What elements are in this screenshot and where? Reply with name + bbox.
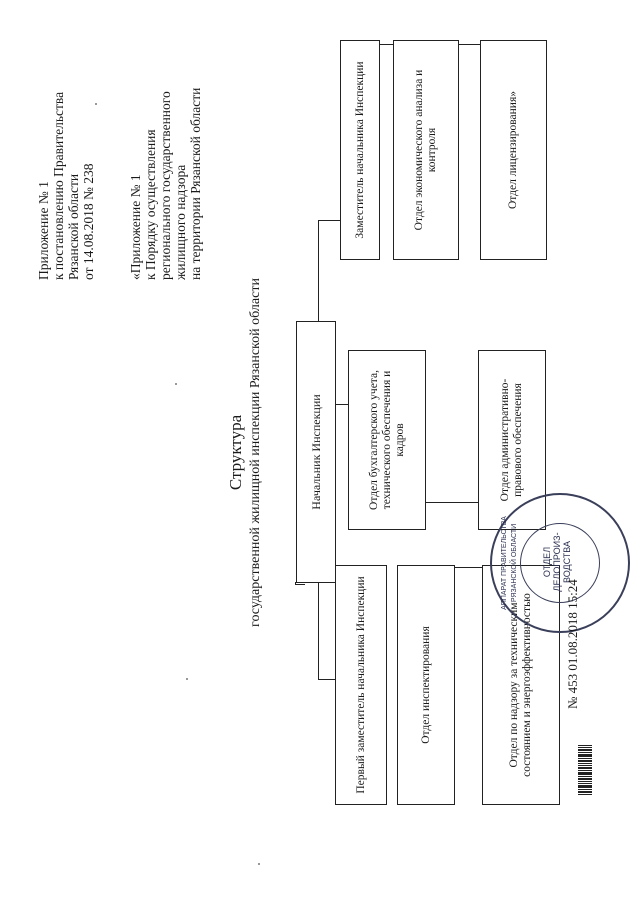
right-box-2-label: Отдел экономического анализа и контроля: [413, 69, 438, 231]
connector-right-drop: [318, 219, 340, 221]
right-box-3: Отдел лицензирования»: [480, 40, 547, 260]
registration-barcode: [578, 745, 592, 795]
order-line-1: «Приложение № 1: [128, 174, 143, 280]
left-box-1: Первый заместитель начальника Инспекции: [335, 565, 387, 805]
right-box-1: Заместитель начальника Инспекции: [340, 40, 380, 260]
appendix-line-2: к постановлению Правительства: [51, 91, 66, 280]
scan-speck: [95, 103, 97, 105]
connector-left-horizontal: [318, 583, 320, 680]
registration-stamp: № 453 01.08.2018 15:24: [565, 579, 580, 709]
appendix-line-1: Приложение № 1: [36, 181, 51, 280]
scan-speck: [186, 678, 188, 680]
right-box-2: Отдел экономического анализа и контроля: [393, 40, 459, 260]
left-box-2-label: Отдел инспектирования: [419, 626, 432, 744]
order-line-4: жилищного надзора: [173, 164, 188, 280]
head-box: Начальник Инспекции: [296, 321, 336, 583]
middle-box-1-label: Отдел бухгалтерского учета, технического…: [367, 370, 406, 510]
order-line-3: регионального государственного: [158, 91, 173, 280]
left-box-2: Отдел инспектирования: [397, 565, 455, 805]
middle-box-1: Отдел бухгалтерского учета, технического…: [348, 350, 426, 530]
connector-right-horizontal: [318, 221, 320, 321]
stamp-outer-text: АППАРАТ ПРАВИТЕЛЬСТВА РЯЗАНСКОЙ ОБЛАСТИ: [501, 516, 518, 610]
order-line-5: на территории Рязанской области: [188, 87, 203, 280]
appendix-line-4: от 14.08.2018 № 238: [81, 163, 96, 280]
scan-speck: [175, 383, 177, 385]
appendix-line-3: Рязанской области: [66, 173, 81, 280]
document-subtitle: государственной жилищной инспекции Рязан…: [248, 278, 263, 627]
right-box-3-label: Отдел лицензирования»: [507, 91, 519, 209]
order-line-2: к Порядку осуществления: [143, 129, 158, 280]
connector-left-vertical: [295, 583, 305, 585]
scan-speck: [258, 863, 260, 865]
office-stamp: АППАРАТ ПРАВИТЕЛЬСТВА РЯЗАНСКОЙ ОБЛАСТИ …: [490, 493, 630, 633]
right-box-1-label: Заместитель начальника Инспекции: [353, 61, 366, 239]
left-box-1-label: Первый заместитель начальника Инспекции: [354, 576, 367, 794]
document-title: Структура: [226, 414, 245, 491]
head-label: Начальник Инспекции: [308, 394, 323, 510]
